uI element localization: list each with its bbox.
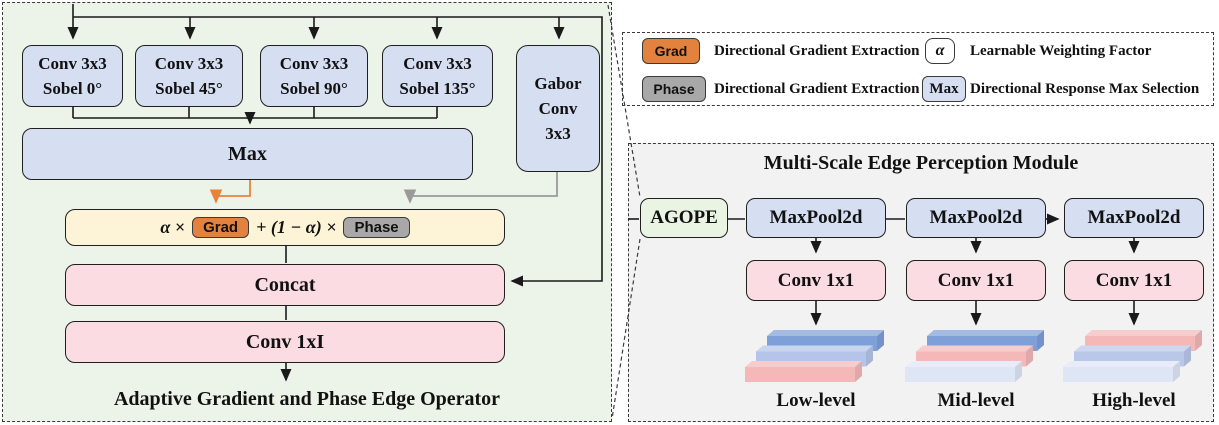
maxpool-block-3: MaxPool2d	[1064, 198, 1204, 238]
agope-panel-title: Adaptive Gradient and Phase Edge Operato…	[113, 388, 501, 410]
block-label: AGOPE	[650, 207, 718, 228]
feature-maps-low	[745, 330, 890, 382]
block-label: Conv 3x3	[38, 54, 107, 73]
block-label: Conv	[538, 99, 578, 118]
block-label: Max	[228, 142, 267, 165]
block-label: Conv 3x3	[154, 54, 224, 73]
gabor-conv-block: Gabor Conv 3x3	[516, 45, 600, 172]
block-label: Conv 3x3	[279, 54, 349, 73]
block-label: Sobel 45°	[155, 79, 223, 98]
concat-block: Concat	[65, 264, 505, 306]
legend-phase-chip: Phase	[642, 76, 706, 102]
legend-alpha-text: Learnable Weighting Factor	[970, 43, 1152, 59]
conv-sobel-0-block: Conv 3x3 Sobel 0°	[22, 45, 123, 107]
block-label: Conv 1xI	[245, 330, 325, 353]
feature-maps-high	[1063, 330, 1208, 382]
legend-panel	[622, 32, 1214, 106]
legend-max-chip: Max	[922, 76, 966, 102]
phase-chip: Phase	[343, 217, 410, 238]
maxpool-block-2: MaxPool2d	[906, 198, 1046, 238]
grad-chip: Grad	[192, 217, 250, 238]
legend-grad-text: Directional Gradient Extraction	[714, 43, 920, 59]
conv-sobel-45-block: Conv 3x3 Sobel 45°	[135, 45, 243, 107]
level-label-high: High-level	[1092, 390, 1176, 411]
fusion-equation-block: α × Grad + (1 − α) × Phase	[65, 209, 505, 246]
equation-middle-term: + (1 − α) ×	[256, 217, 337, 237]
conv-1x1-block-1: Conv 1x1	[746, 260, 886, 301]
conv-sobel-90-block: Conv 3x3 Sobel 90°	[260, 45, 368, 107]
agope-input-block: AGOPE	[640, 198, 728, 238]
legend-grad-chip: Grad	[642, 38, 700, 64]
block-label: Conv 1x1	[1095, 269, 1173, 291]
level-label-mid: Mid-level	[937, 390, 1015, 411]
legend-max-text: Directional Response Max Selection	[970, 81, 1200, 97]
block-label: Gabor	[534, 74, 582, 93]
block-label: Concat	[254, 273, 316, 296]
maxpool-block-1: MaxPool2d	[746, 198, 886, 238]
mepm-title: Multi-Scale Edge Perception Module	[763, 152, 1079, 174]
conv-1xi-block: Conv 1xI	[65, 321, 505, 363]
block-label: 3x3	[545, 124, 571, 143]
feature-maps-mid	[905, 330, 1050, 382]
conv-sobel-135-block: Conv 3x3 Sobel 135°	[382, 45, 493, 107]
block-label: Sobel 90°	[280, 79, 348, 98]
legend-alpha-chip: α	[925, 38, 955, 64]
legend-phase-text: Directional Gradient Extraction	[714, 81, 920, 97]
block-label: MaxPool2d	[1087, 207, 1181, 228]
level-label-low: Low-level	[776, 390, 856, 411]
block-label: Sobel 0°	[42, 79, 103, 98]
block-label: Conv 1x1	[937, 269, 1015, 291]
block-label: MaxPool2d	[769, 207, 863, 228]
max-block: Max	[22, 128, 473, 180]
equation-alpha-term: α ×	[160, 217, 186, 237]
block-label: Conv 1x1	[777, 269, 855, 291]
conv-1x1-block-3: Conv 1x1	[1064, 260, 1204, 301]
conv-1x1-block-2: Conv 1x1	[906, 260, 1046, 301]
block-label: MaxPool2d	[929, 207, 1023, 228]
block-label: Sobel 135°	[399, 79, 476, 98]
block-label: Conv 3x3	[403, 54, 472, 73]
